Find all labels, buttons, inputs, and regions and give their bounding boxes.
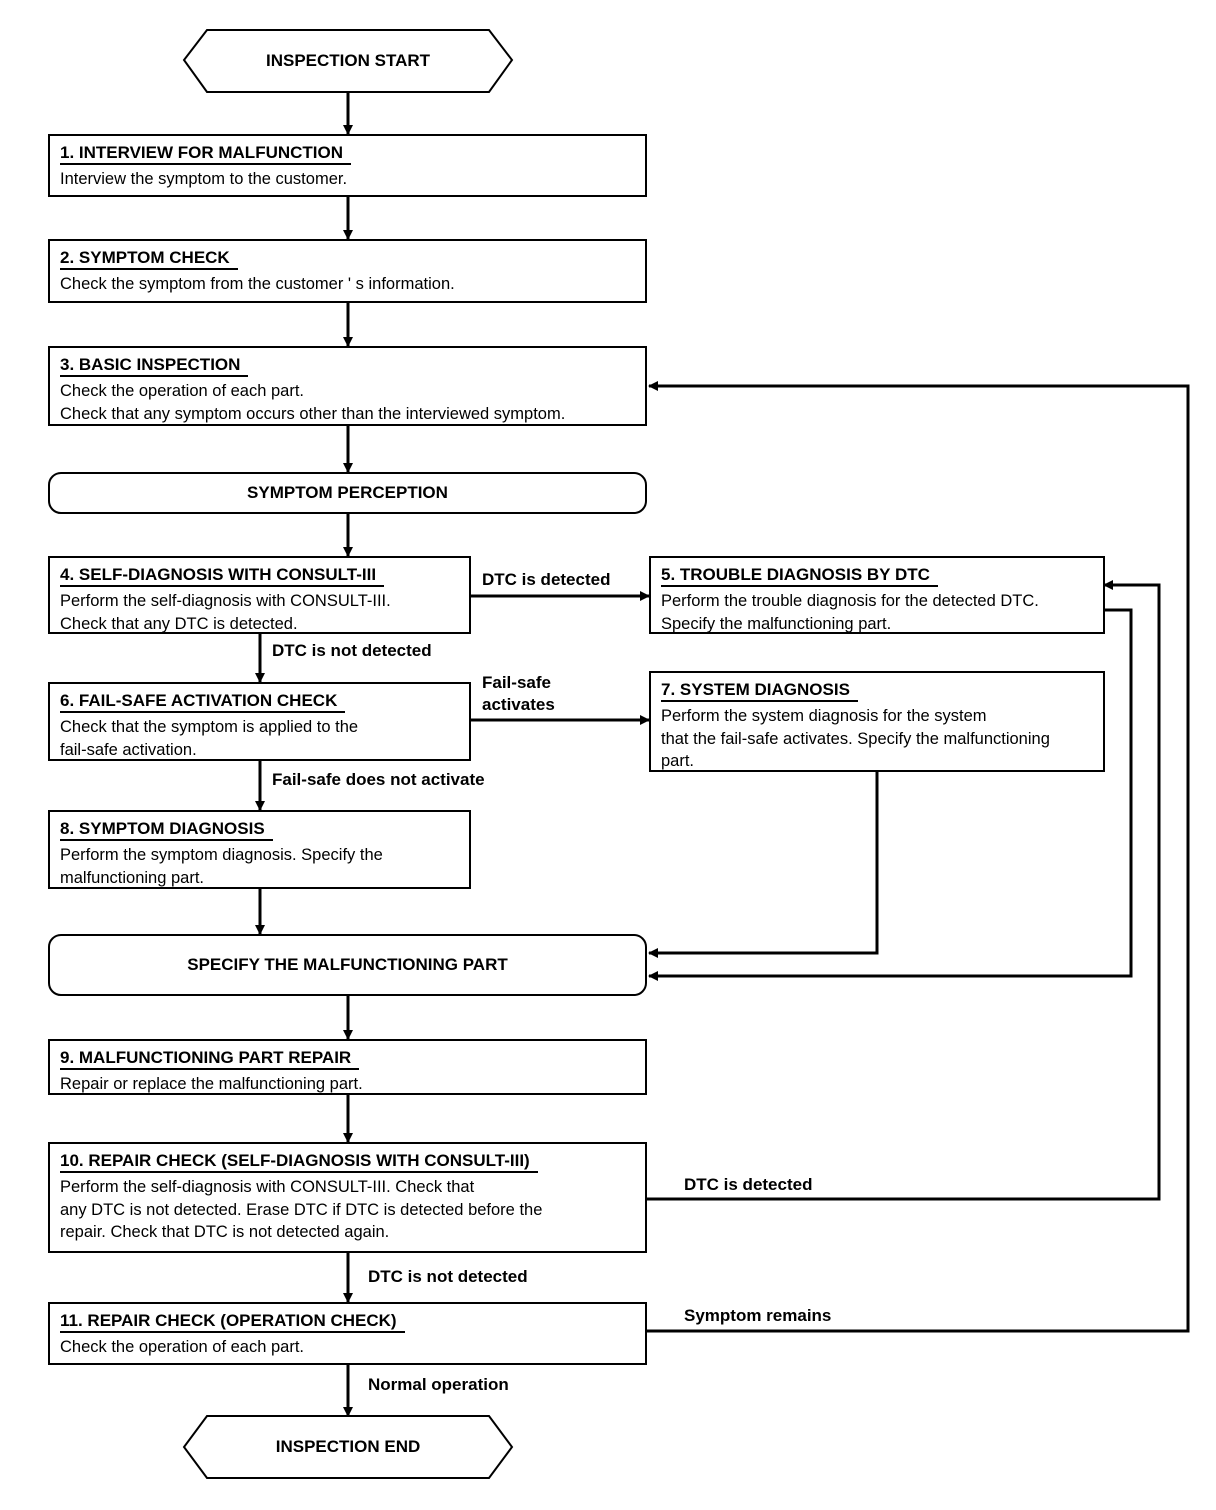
step-9-box: 9. MALFUNCTIONING PART REPAIR Repair or … — [48, 1039, 647, 1095]
step-9-title: 9. MALFUNCTIONING PART REPAIR — [60, 1048, 360, 1070]
step-1-box: 1. INTERVIEW FOR MALFUNCTION Interview t… — [48, 134, 647, 197]
step-2-title: 2. SYMPTOM CHECK — [60, 248, 238, 270]
step-7-box: 7. SYSTEM DIAGNOSIS Perform the system d… — [649, 671, 1105, 772]
step-8-desc: Perform the symptom diagnosis. Specify t… — [60, 846, 383, 887]
start-terminal-shape — [182, 29, 514, 93]
step-7-title: 7. SYSTEM DIAGNOSIS — [661, 680, 858, 702]
step-10-title: 10. REPAIR CHECK (SELF-DIAGNOSIS WITH CO… — [60, 1151, 538, 1173]
label-failsafe-not-activate: Fail-safe does not activate — [272, 770, 485, 789]
label-normal-operation: Normal operation — [368, 1375, 509, 1394]
step-6-box: 6. FAIL-SAFE ACTIVATION CHECK Check that… — [48, 682, 471, 761]
step-9-desc: Repair or replace the malfunctioning par… — [60, 1075, 363, 1093]
step-4-desc: Perform the self-diagnosis with CONSULT-… — [60, 592, 391, 633]
arrow-5-to-specify — [648, 608, 1133, 981]
step-8-box: 8. SYMPTOM DIAGNOSIS Perform the symptom… — [48, 810, 471, 889]
arrow-10-to-5 — [646, 580, 1161, 1201]
end-terminal-shape — [182, 1415, 514, 1479]
inspection-end-label: INSPECTION END — [275, 1437, 421, 1456]
label-dtc-detected-step4: DTC is detected — [482, 570, 611, 589]
step-2-desc: Check the symptom from the customer ' s … — [60, 275, 455, 293]
step-11-title: 11. REPAIR CHECK (OPERATION CHECK) — [60, 1311, 405, 1333]
step-5-box: 5. TROUBLE DIAGNOSIS BY DTC Perform the … — [649, 556, 1105, 634]
specify-malfunctioning-part-phase: SPECIFY THE MALFUNCTIONING PART — [48, 934, 647, 996]
step-3-desc: Check the operation of each part. Check … — [60, 382, 566, 423]
step-3-title: 3. BASIC INSPECTION — [60, 355, 249, 377]
step-10-desc: Perform the self-diagnosis with CONSULT-… — [60, 1178, 543, 1241]
arrow-7-to-specify — [648, 771, 879, 958]
step-7-desc: Perform the system diagnosis for the sys… — [661, 707, 1050, 770]
step-5-title: 5. TROUBLE DIAGNOSIS BY DTC — [661, 565, 938, 587]
step-6-title: 6. FAIL-SAFE ACTIVATION CHECK — [60, 691, 346, 713]
arrow-11-to-3 — [646, 381, 1190, 1333]
step-1-desc: Interview the symptom to the customer. — [60, 170, 348, 188]
step-1-title: 1. INTERVIEW FOR MALFUNCTION — [60, 143, 352, 165]
step-3-box: 3. BASIC INSPECTION Check the operation … — [48, 346, 647, 426]
step-5-desc: Perform the trouble diagnosis for the de… — [661, 592, 1039, 633]
inspection-start-label: INSPECTION START — [265, 51, 431, 70]
label-dtc-detected-step10: DTC is detected — [684, 1175, 813, 1194]
step-11-box: 11. REPAIR CHECK (OPERATION CHECK) Check… — [48, 1302, 647, 1365]
label-dtc-not-detected-step4: DTC is not detected — [272, 641, 432, 660]
symptom-perception-phase: SYMPTOM PERCEPTION — [48, 472, 647, 514]
step-6-desc: Check that the symptom is applied to the… — [60, 718, 359, 759]
step-4-box: 4. SELF-DIAGNOSIS WITH CONSULT-III Perfo… — [48, 556, 471, 634]
step-11-desc: Check the operation of each part. — [60, 1338, 304, 1356]
step-4-title: 4. SELF-DIAGNOSIS WITH CONSULT-III — [60, 565, 385, 587]
step-2-box: 2. SYMPTOM CHECK Check the symptom from … — [48, 239, 647, 303]
step-8-title: 8. SYMPTOM DIAGNOSIS — [60, 819, 273, 841]
step-10-box: 10. REPAIR CHECK (SELF-DIAGNOSIS WITH CO… — [48, 1142, 647, 1253]
label-failsafe-activates: Fail-safe activates — [482, 673, 555, 714]
label-symptom-remains: Symptom remains — [684, 1306, 832, 1325]
label-dtc-not-detected-step10: DTC is not detected — [368, 1267, 528, 1286]
